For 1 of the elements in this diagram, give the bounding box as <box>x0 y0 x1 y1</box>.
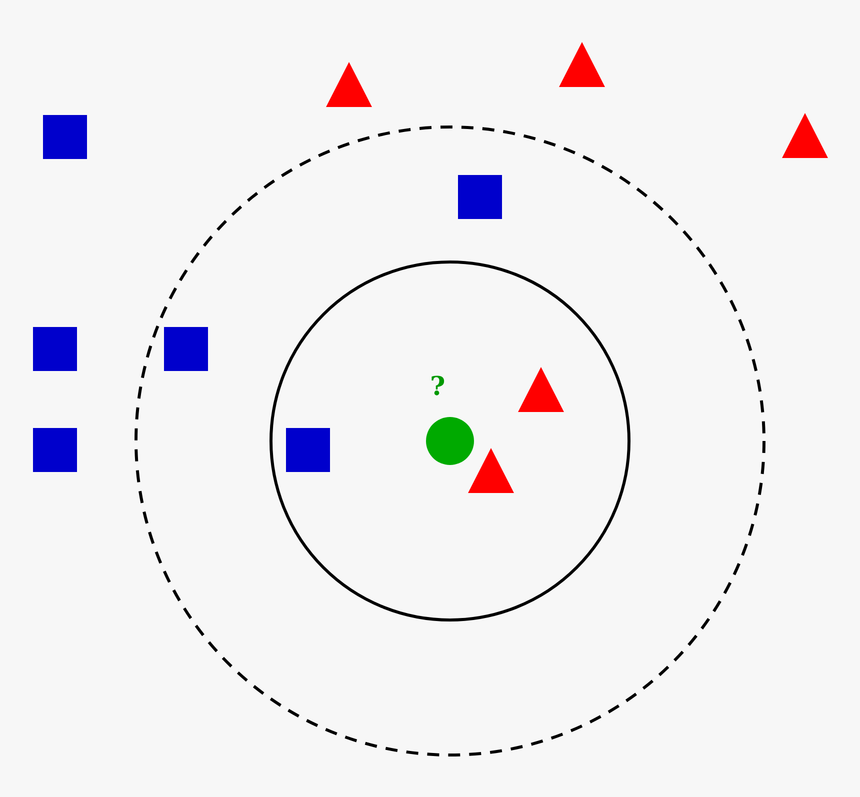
question-mark-label: ? <box>430 374 446 400</box>
